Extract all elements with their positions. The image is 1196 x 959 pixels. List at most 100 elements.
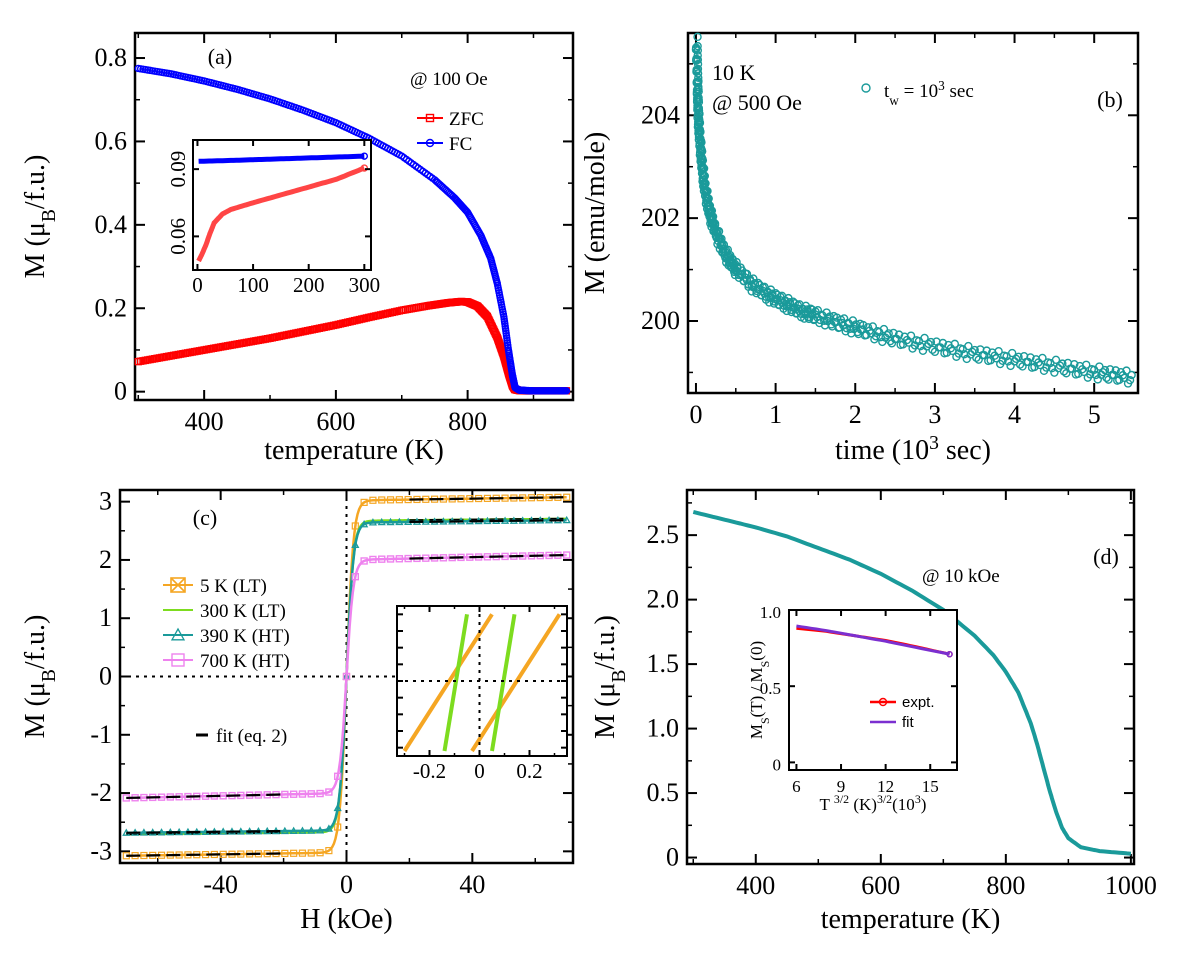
data-point	[695, 109, 704, 119]
data-point	[386, 496, 395, 504]
data-point	[377, 517, 386, 526]
data-point	[994, 346, 1003, 356]
data-point	[697, 147, 707, 156]
data-point	[846, 324, 855, 334]
data-point	[859, 320, 868, 330]
panel-a-frame	[133, 31, 575, 402]
x-tick-label: 12	[877, 777, 894, 796]
data-point	[298, 849, 307, 857]
data-point	[1125, 375, 1135, 385]
data-point	[562, 387, 571, 395]
data-point	[696, 152, 706, 161]
series-relaxation	[691, 32, 1136, 388]
data-point	[325, 788, 333, 796]
inset-loop-line-2	[442, 614, 469, 752]
x-tick-label: 40	[459, 870, 485, 899]
data-point	[1026, 353, 1035, 362]
y-tick-label: -3	[90, 836, 112, 865]
x-tick-label: 1	[769, 400, 782, 429]
legend-marker-2	[170, 627, 186, 641]
data-point	[395, 555, 404, 563]
panel-d-inset-bg	[789, 610, 957, 770]
inset-loop-line-1	[470, 613, 562, 753]
data-point	[386, 517, 395, 526]
data-point	[892, 334, 901, 344]
inset-loop-line-0	[402, 613, 494, 753]
y-tick-label: 0	[666, 843, 679, 872]
x-tick-label: -40	[203, 870, 238, 899]
data-point	[1014, 352, 1023, 362]
legend-label-3: 700 K (HT)	[200, 651, 290, 672]
y-tick-label: -2	[90, 778, 112, 807]
fit-line	[126, 793, 284, 800]
data-point	[351, 540, 360, 548]
x-tick-label: 400	[185, 407, 224, 436]
legend-label-fc: FC	[449, 134, 472, 155]
data-point	[980, 350, 989, 360]
x-tick-label: 600	[861, 871, 900, 900]
panel-a-annotation: @ 100 Oe	[410, 69, 488, 90]
panel-d-inset-xlabel: T 3/2 (K)3/2(103)	[820, 792, 927, 814]
x-tick-label: 4	[1008, 400, 1021, 429]
panel-b-ylabel: M (emu/mole)	[580, 132, 611, 295]
y-tick-label: 1	[99, 603, 112, 632]
data-point	[290, 849, 298, 857]
y-tick-label: 0.8	[95, 43, 128, 72]
data-point	[307, 826, 316, 834]
data-point	[1100, 365, 1110, 375]
x-tick-label: 15	[922, 777, 939, 796]
data-point	[894, 330, 904, 339]
data-point	[693, 93, 702, 103]
x-tick-label: 800	[448, 407, 487, 436]
panel-d-inset-frame	[788, 609, 958, 771]
data-point	[351, 522, 359, 530]
data-point	[1011, 354, 1021, 363]
x-tick-label: 1000	[1105, 871, 1157, 900]
data-point	[819, 316, 829, 325]
data-point	[289, 826, 298, 834]
x-tick-label: 100	[237, 273, 269, 297]
x-tick-label: 0	[474, 759, 485, 783]
data-point	[342, 672, 351, 681]
panel-a-inset-frame	[192, 139, 372, 271]
inset-line	[198, 153, 365, 164]
inset-y-tick-label: 0.06	[166, 218, 190, 255]
fit-legend-label: fit (eq. 2)	[216, 726, 287, 747]
data-point	[315, 826, 325, 834]
data-point	[333, 803, 342, 812]
inset-endpoint	[360, 164, 369, 172]
data-point	[884, 329, 893, 338]
data-point	[1007, 348, 1017, 358]
x-tick-label: 300	[349, 273, 381, 297]
legend-label-0: 5 K (LT)	[200, 576, 267, 597]
y-tick-label: 0	[773, 755, 782, 774]
y-tick-label: -1	[90, 720, 112, 749]
x-tick-label: 0	[340, 870, 353, 899]
y-tick-label: 1.0	[760, 603, 781, 622]
data-point	[868, 322, 877, 331]
y-tick-label: 1.5	[647, 649, 680, 678]
data-point	[693, 46, 702, 55]
fit-line	[126, 852, 284, 857]
inset-legend-label-0: expt.	[902, 694, 935, 711]
inset-endpoint	[360, 152, 369, 160]
panel-b-xlabel: time (103 sec)	[835, 433, 991, 467]
panel-b-annotation-field: @ 500 Oe	[712, 90, 802, 115]
data-point	[1038, 353, 1047, 363]
panel-a-label: (a)	[208, 44, 232, 69]
data-point	[693, 32, 702, 42]
y-tick-label: 0.4	[95, 210, 128, 239]
data-point	[936, 343, 945, 352]
data-point	[360, 519, 369, 528]
panel-b-annotation-temp: 10 K	[712, 60, 756, 85]
data-point	[694, 76, 703, 86]
data-point	[1082, 360, 1091, 369]
data-point	[139, 828, 149, 836]
data-point	[421, 517, 430, 525]
data-point	[726, 253, 735, 262]
x-tick-label: 2	[849, 400, 862, 429]
data-point	[694, 73, 703, 82]
